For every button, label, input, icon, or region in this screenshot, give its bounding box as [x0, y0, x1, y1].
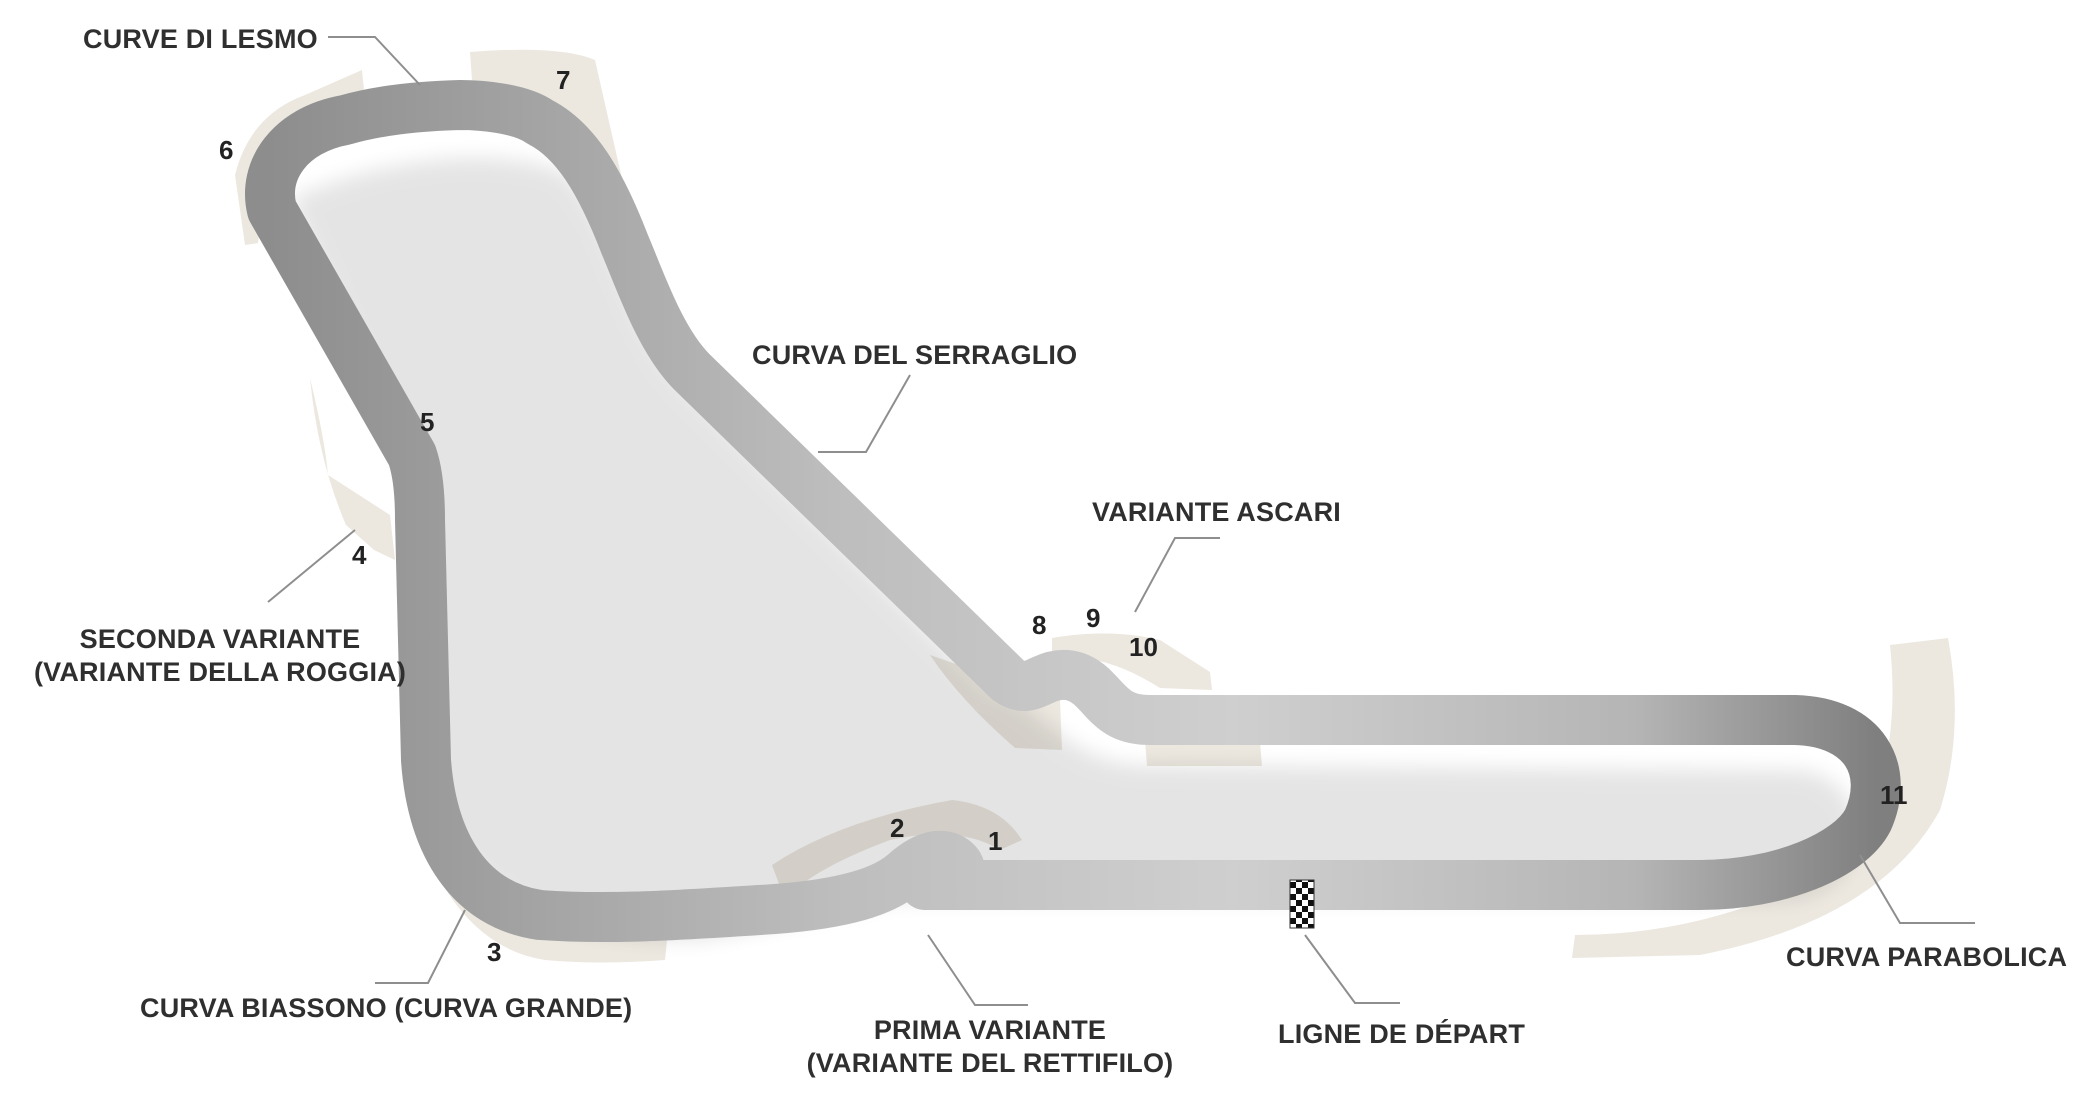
label-seconda-variante-line1: SECONDA VARIANTE: [79, 624, 361, 654]
label-curve-di-lesmo: CURVE DI LESMO: [83, 24, 318, 54]
corner-number-7: 7: [556, 65, 571, 95]
label-curva-parabolica: CURVA PARABOLICA: [1786, 942, 2068, 972]
leader-variante-ascari: [1134, 537, 1220, 613]
corner-number-3: 3: [487, 937, 502, 967]
leader-curva-del-serraglio: [818, 374, 911, 453]
label-seconda-variante-line2: (VARIANTE DELLA ROGGIA): [33, 657, 407, 687]
runoff-turn-10-exit: [1145, 740, 1262, 766]
corner-number-5: 5: [420, 407, 435, 437]
label-variante-ascari: VARIANTE ASCARI: [1092, 497, 1342, 527]
label-curva-del-serraglio: CURVA DEL SERRAGLIO: [752, 340, 1078, 370]
corner-number-1: 1: [988, 826, 1003, 856]
leader-prima-variante: [927, 934, 1028, 1006]
leader-lines: [267, 36, 1975, 1006]
leader-curve-di-lesmo: [328, 36, 421, 86]
label-seconda-variante: SECONDA VARIANTE (VARIANTE DELLA ROGGIA): [30, 623, 410, 689]
race-track: [245, 80, 1901, 943]
leader-seconda-variante: [267, 529, 356, 603]
corner-number-4: 4: [352, 540, 367, 570]
corner-number-11: 11: [1880, 780, 1908, 810]
corner-number-6: 6: [219, 135, 234, 165]
label-curva-biassono: CURVA BIASSONO (CURVA GRANDE): [140, 993, 633, 1023]
leader-curva-biassono: [375, 909, 466, 984]
corner-number-9: 9: [1086, 603, 1101, 633]
leader-curva-parabolica: [1859, 854, 1975, 924]
corner-number-2: 2: [890, 813, 905, 843]
leader-ligne-de-depart: [1304, 934, 1400, 1004]
label-prima-variante-line1: PRIMA VARIANTE: [873, 1015, 1107, 1045]
runoff-turn-4: [310, 378, 395, 560]
track-shadow: [290, 157, 1858, 940]
corner-number-10: 10: [1129, 632, 1158, 662]
start-finish-line: [1289, 879, 1315, 929]
label-ligne-de-depart: LIGNE DE DÉPART: [1278, 1019, 1526, 1049]
runoff-turn-10: [1052, 633, 1212, 690]
label-prima-variante: PRIMA VARIANTE (VARIANTE DEL RETTIFILO): [800, 1014, 1180, 1080]
runoff-turn-11: [1572, 638, 1955, 958]
label-prima-variante-line2: (VARIANTE DEL RETTIFILO): [806, 1048, 1174, 1078]
corner-number-8: 8: [1032, 610, 1047, 640]
